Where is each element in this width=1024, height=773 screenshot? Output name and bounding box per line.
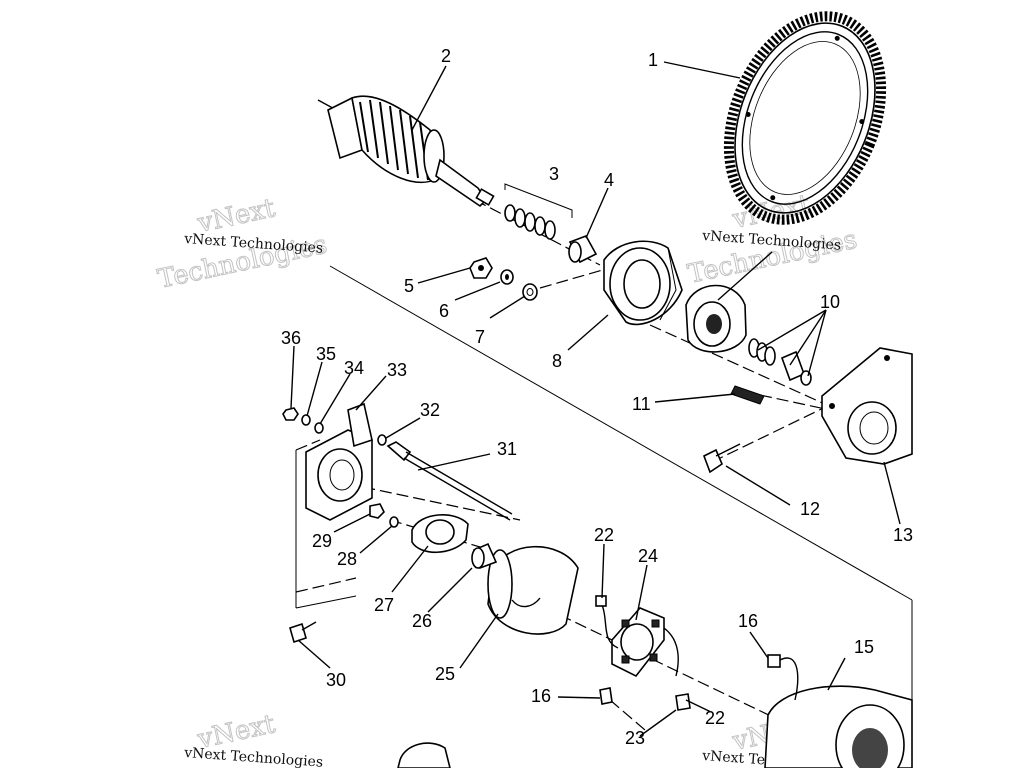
callout-10: 10 — [820, 292, 840, 312]
callout-32: 32 — [420, 400, 440, 420]
callout-34: 34 — [344, 358, 364, 378]
callout-4: 4 — [604, 170, 614, 190]
callout-16-upper: 16 — [738, 611, 758, 631]
terminal-upper — [767, 654, 799, 701]
callout-7: 7 — [475, 327, 485, 347]
callout-26: 26 — [412, 611, 432, 631]
leader-lines — [290, 61, 901, 737]
drive-end-housing — [603, 240, 683, 326]
watermark-right: vNext Technologies vNext Technologies — [685, 189, 861, 291]
callout-6: 6 — [439, 301, 449, 321]
callout-31: 31 — [497, 439, 517, 459]
callout-12: 12 — [800, 499, 820, 519]
solenoid-body — [396, 742, 452, 769]
mounting-bracket — [821, 347, 913, 465]
brush-spring — [675, 693, 691, 711]
through-bolt — [386, 441, 513, 521]
callout-33: 33 — [387, 360, 407, 380]
callout-11: 11 — [632, 394, 651, 414]
armature — [317, 95, 495, 208]
callout-1: 1 — [648, 50, 658, 70]
watermark-bottom-left: vNext vNext Technologies — [183, 709, 324, 771]
terminal-nut-36 — [282, 407, 299, 421]
yoke-housing — [764, 685, 913, 773]
callout-3: 3 — [549, 164, 559, 184]
callout-23: 23 — [625, 728, 645, 748]
callout-36: 36 — [281, 328, 301, 348]
callout-22-lower: 22 — [705, 708, 725, 728]
callout-16-lower: 16 — [531, 686, 551, 706]
assembly-axis-lines — [295, 199, 861, 731]
washer-small — [389, 516, 399, 528]
retainer-plate — [411, 514, 469, 553]
callout-5: 5 — [404, 276, 414, 296]
watermark-left: vNext Technologies vNext Technologies — [155, 193, 331, 296]
callout-24: 24 — [638, 546, 658, 566]
housing-bolt — [289, 621, 317, 644]
terminal-washer-35 — [301, 414, 311, 426]
callout-15: 15 — [854, 637, 874, 657]
callout-22-upper: 22 — [594, 525, 614, 545]
callout-8: 8 — [552, 351, 562, 371]
stud — [730, 385, 765, 405]
callout-35: 35 — [316, 344, 336, 364]
pinion-gear — [685, 284, 747, 353]
field-cover — [487, 545, 579, 635]
bearing — [471, 542, 498, 570]
callout-30: 30 — [326, 670, 346, 690]
brush-holder — [595, 595, 679, 678]
callout-2: 2 — [441, 46, 451, 66]
callout-labels: 1 2 3 4 5 6 7 8 10 11 12 13 15 16 16 22 … — [281, 46, 913, 748]
commutator-end-frame — [305, 402, 373, 521]
callout-28: 28 — [337, 549, 357, 569]
screw — [369, 503, 385, 519]
washer-spring-set — [504, 183, 573, 240]
flat-washer — [522, 283, 538, 301]
mounting-bolt — [702, 443, 741, 474]
callout-13: 13 — [893, 525, 913, 545]
callout-27: 27 — [374, 595, 394, 615]
lock-washer — [500, 269, 514, 285]
callout-25: 25 — [435, 664, 455, 684]
terminal-washer-34 — [314, 422, 324, 434]
terminal-lower — [599, 687, 613, 705]
nut — [469, 257, 493, 279]
terminal-washer — [377, 434, 387, 446]
watermark-small: vNext Technologies — [183, 745, 324, 768]
bushing — [568, 235, 598, 264]
callout-29: 29 — [312, 531, 332, 551]
ring-gear — [723, 11, 887, 225]
